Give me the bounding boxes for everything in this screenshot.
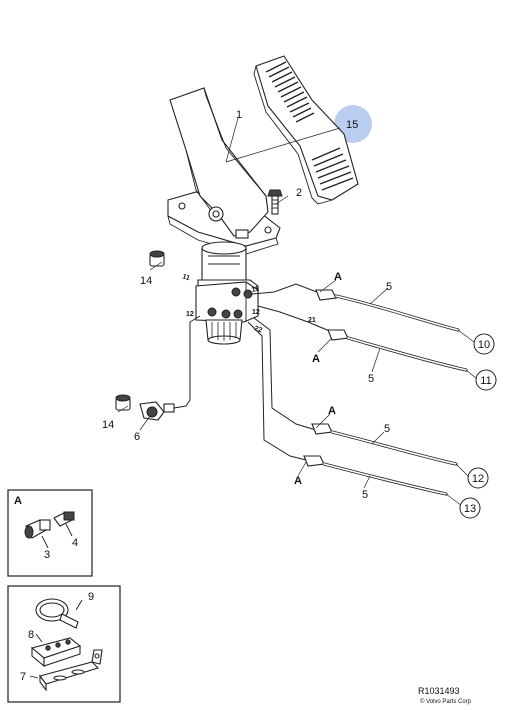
- callout-15: 15: [346, 119, 358, 131]
- port-label-22: 22: [253, 325, 263, 334]
- brake-valve: [195, 241, 259, 345]
- leader-lines: [117, 117, 477, 507]
- detail-letter-a-2: A: [312, 353, 320, 365]
- circled-10-text: 10: [478, 339, 490, 351]
- fitting-lower: [115, 394, 131, 411]
- port-label-12-right: 12: [252, 309, 260, 316]
- fitting-upper: [149, 250, 165, 267]
- inset-part-8: [30, 637, 82, 668]
- callout-6: 6: [134, 431, 140, 443]
- inset-part-7: [39, 649, 103, 692]
- circled-13-text: 13: [464, 503, 476, 515]
- callout-3: 3: [44, 549, 50, 561]
- port-label-21: 21: [308, 317, 316, 324]
- inset-a-title: A: [14, 495, 22, 507]
- callout-7: 7: [20, 671, 26, 683]
- callout-1: 1: [236, 109, 242, 121]
- circled-10: 10: [473, 333, 495, 355]
- callout-5-b: 5: [368, 373, 374, 385]
- copyright: © Volvo Parts Corp: [420, 698, 472, 705]
- callout-14-upper: 14: [140, 275, 152, 287]
- circled-13: 13: [459, 497, 481, 519]
- hose-10: [315, 289, 460, 332]
- port-label-12-left: 12: [186, 311, 194, 318]
- detail-letter-a-3: A: [328, 405, 336, 417]
- port-label-11-left: 11: [181, 273, 190, 282]
- circled-11: 11: [475, 369, 497, 391]
- detail-letter-a-1: A: [334, 271, 342, 283]
- circled-12-text: 12: [472, 473, 484, 485]
- callout-2: 2: [296, 187, 302, 199]
- circled-12: 12: [467, 467, 489, 489]
- callout-5-d: 5: [362, 489, 368, 501]
- hose-13: [303, 455, 448, 496]
- inset-mount: 9 8 7: [7, 585, 121, 703]
- inset-part-3: [24, 519, 51, 539]
- detail-letter-a-4: A: [294, 475, 302, 487]
- callout-4: 4: [72, 537, 78, 549]
- port-label-11-right: 11: [251, 286, 260, 294]
- elbow-fitting: [139, 315, 201, 421]
- inset-part-4: [53, 511, 75, 527]
- inset-a: A 3 4: [7, 489, 93, 577]
- callout-8: 8: [28, 629, 34, 641]
- accelerator-pedal: [253, 55, 359, 205]
- callout-5-a: 5: [386, 281, 392, 293]
- hose-11: [327, 329, 468, 372]
- callout-9: 9: [88, 591, 94, 603]
- circled-11-text: 11: [480, 375, 491, 387]
- inset-part-9: [35, 598, 79, 629]
- pipes: [247, 283, 333, 461]
- callout-14-lower: 14: [102, 419, 114, 431]
- hose-12: [311, 423, 458, 466]
- bolt: [267, 189, 283, 215]
- callout-5-c: 5: [384, 423, 390, 435]
- brake-pedal-assembly: [167, 87, 281, 255]
- reference-number: R1031493: [418, 686, 460, 696]
